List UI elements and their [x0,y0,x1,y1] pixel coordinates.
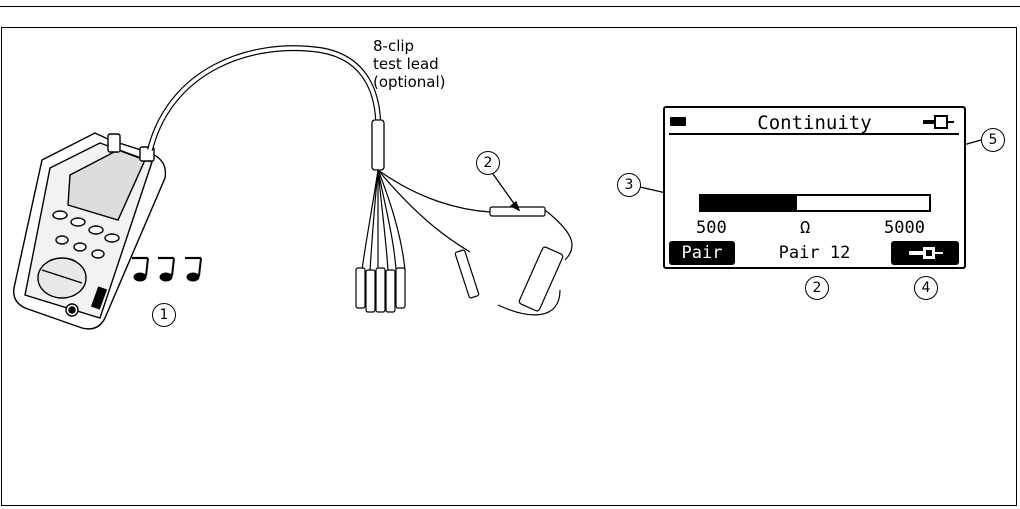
cable-boot [371,119,385,171]
pair-softkey[interactable]: Pair [669,241,735,265]
scale-unit: Ω [800,218,811,238]
figure-frame [1,27,1017,506]
resistance-bar [699,194,931,212]
callout-4: 4 [914,276,938,300]
screen-title: Continuity [757,112,872,134]
callout-1: 1 [152,303,176,327]
callout-5: 5 [981,128,1005,152]
tester-device [13,132,167,330]
resistance-bar-fill [701,196,797,210]
callout-2-clip: 2 [476,151,500,175]
plug-softkey[interactable] [891,241,959,265]
callout-2-screen: 2 [805,276,829,300]
screen-title-rule [669,133,959,135]
callout-3: 3 [617,173,641,197]
beep-notes-icon [132,256,202,282]
test-lead-label-line1: 8-clip [373,37,415,55]
scale-min: 500 [696,218,727,238]
clip-wires [361,169,573,316]
pair-label: Pair 12 [778,243,851,263]
lcd-screen: Continuity 500 Ω 5000 Pair 12 Pair [663,106,966,269]
test-lead-cable [147,45,382,151]
plug-icon [909,247,943,259]
alligator-clips [355,206,564,313]
top-rule [0,6,1020,7]
battery-icon [670,117,686,126]
test-lead-label-line2: test lead [373,55,439,73]
plug-icon [923,115,954,129]
scale-max: 5000 [884,218,925,238]
test-lead-label-line3: (optional) [373,73,446,91]
test-lead-label: 8-clip test lead (optional) [373,37,446,91]
